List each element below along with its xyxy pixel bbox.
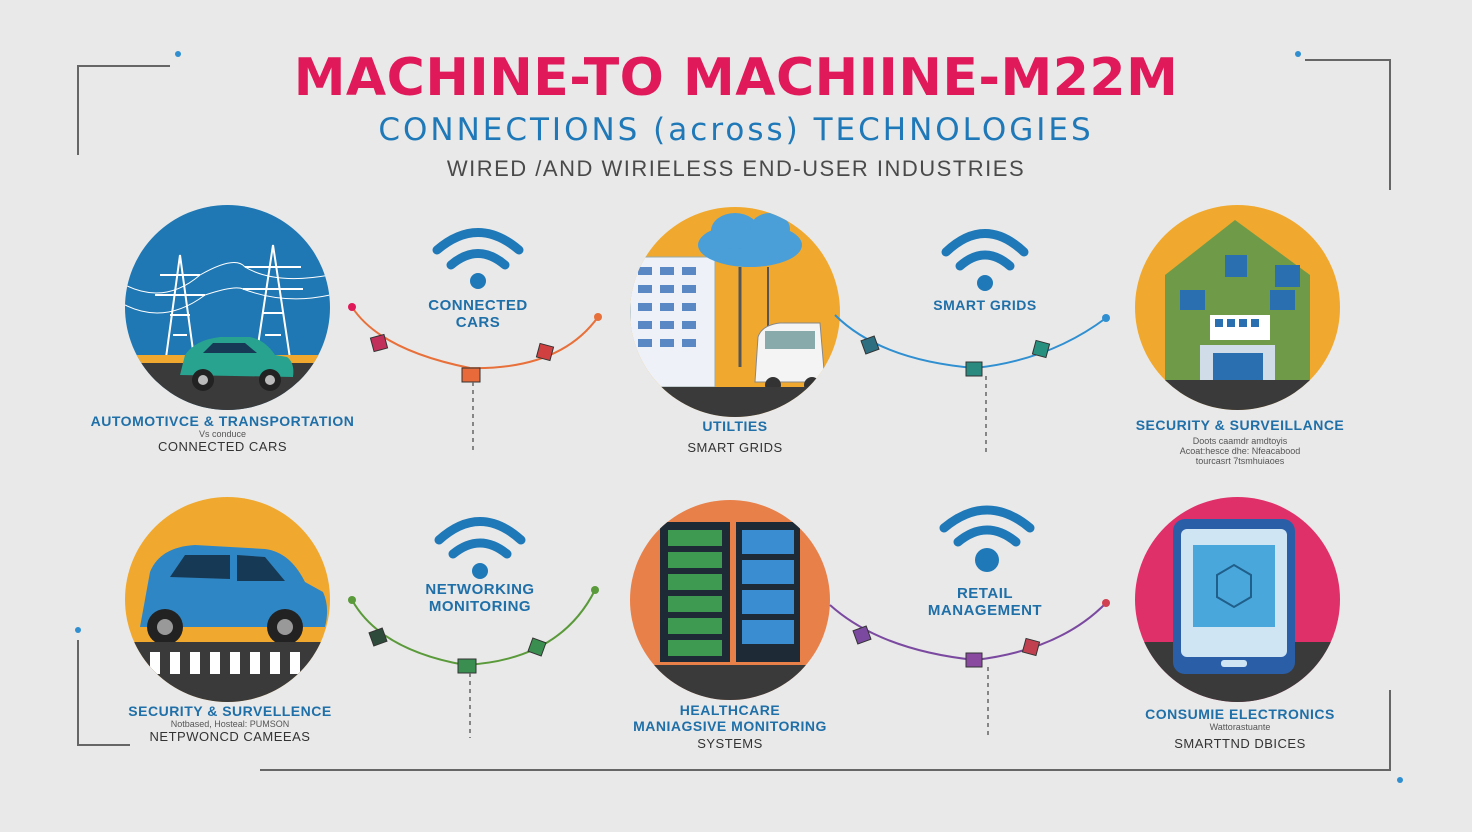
page-tagline: WIRED /AND WIRIELESS END-USER INDUSTRIES xyxy=(446,156,1026,181)
cloud-icon xyxy=(698,213,802,267)
consumer-electronics-circle xyxy=(1135,497,1340,702)
healthcare-circle xyxy=(630,500,830,700)
security-circle xyxy=(1135,205,1340,410)
pylon-icon xyxy=(125,244,330,366)
panel-label-consumer-electronics: CONSUMIE ELECTRONICS Wattorastuante SMAR… xyxy=(1145,706,1335,751)
tablet-icon xyxy=(1173,519,1295,674)
connector-label-connected-cars: CONNECTED CARS xyxy=(428,297,528,331)
connector-connected-cars xyxy=(348,303,602,452)
panel-label-security-top: SECURITY & SURVEILLANCE Doots caamdr amd… xyxy=(1135,417,1345,466)
car-icon xyxy=(180,337,294,391)
connector-networking xyxy=(348,586,599,738)
car-icon xyxy=(140,545,328,645)
connector-label-retail: RETAIL MANAGEMENT xyxy=(927,585,1043,619)
wifi-icon xyxy=(939,505,1035,572)
panel-label-utilities: UTILTIES SMART GRIDS xyxy=(687,418,783,455)
server-rack-icon xyxy=(660,522,800,662)
wifi-icon xyxy=(432,228,524,289)
connector-retail xyxy=(829,599,1110,738)
connector-label-smart-grids: SMART GRIDS xyxy=(933,297,1037,313)
connector-label-networking: NETWORKING MONITORING xyxy=(425,581,535,615)
wifi-icon xyxy=(941,229,1029,291)
page-subtitle: CONNECTIONS (across) TECHNOLOGIES xyxy=(378,112,1094,148)
page-title: MACHINE-TO MACHIINE-M22M xyxy=(293,48,1179,108)
connector-smart-grids xyxy=(834,314,1110,452)
panel-label-healthcare: HEALTHCARE MANIAGSIVE MONITORING SYSTEMS xyxy=(633,702,827,751)
panel-label-security-bottom: SECURITY & SURVELLENCE Notbased, Hosteal… xyxy=(128,703,332,744)
wifi-icon xyxy=(434,517,526,579)
house-icon xyxy=(1165,220,1310,380)
panel-label-automotive: AUTOMOTIVCE & TRANSPORTATION Vs conduce … xyxy=(90,413,355,454)
